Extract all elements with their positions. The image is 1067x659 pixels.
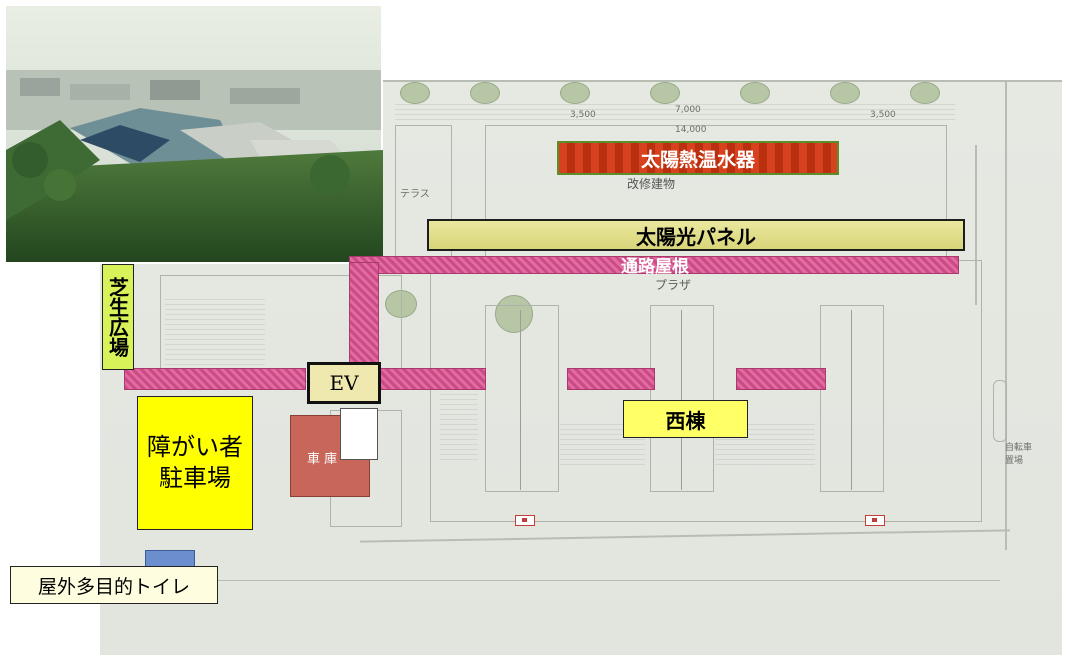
aerial-photo-frame bbox=[0, 0, 383, 264]
entrance-marker bbox=[865, 515, 885, 526]
building-bay bbox=[485, 305, 559, 492]
boundary-line bbox=[975, 145, 977, 305]
hatch-area bbox=[165, 295, 265, 365]
tree bbox=[560, 82, 590, 104]
tree bbox=[400, 82, 430, 104]
tree bbox=[910, 82, 940, 104]
walkway-roof-segment bbox=[736, 368, 826, 390]
building-bay bbox=[820, 305, 884, 492]
tree bbox=[830, 82, 860, 104]
tree bbox=[495, 295, 533, 333]
ev-elevator-label: EV bbox=[307, 362, 381, 404]
walkway-roof-segment bbox=[378, 368, 486, 390]
walkway-roof-label: 通路屋根 bbox=[621, 256, 689, 277]
solar-panel-label: 太陽光パネル bbox=[427, 219, 965, 251]
bicycle-rack bbox=[993, 380, 1007, 442]
boundary-line bbox=[1005, 80, 1007, 550]
hatch-area bbox=[395, 102, 955, 120]
parking-building-label: 車 庫 bbox=[307, 452, 338, 467]
west-wing-label: 西棟 bbox=[623, 400, 748, 438]
dimension-label: 3,500 bbox=[570, 110, 596, 120]
renovated-building-label: 改修建物 bbox=[627, 177, 676, 191]
walkway-roof-segment bbox=[124, 368, 306, 390]
dimension-label: 7,000 bbox=[675, 105, 701, 115]
tree bbox=[740, 82, 770, 104]
dimension-label: 14,000 bbox=[675, 125, 707, 135]
dimension-label: 3,500 bbox=[870, 110, 896, 120]
small-room-box bbox=[340, 408, 378, 460]
lawn-plaza-label: 芝生広場 bbox=[102, 264, 134, 370]
tree bbox=[470, 82, 500, 104]
road-line bbox=[360, 529, 1010, 543]
bay-line bbox=[851, 310, 852, 490]
outdoor-toilet-label: 屋外多目的トイレ bbox=[10, 566, 218, 604]
aerial-photo bbox=[6, 6, 383, 262]
entrance-marker bbox=[515, 515, 535, 526]
solar-water-heater-label: 太陽熱温水器 bbox=[557, 141, 839, 175]
walkway-roof-segment bbox=[567, 368, 655, 390]
terrace-label: テラス bbox=[400, 189, 430, 200]
plaza-label: プラザ bbox=[655, 278, 692, 292]
building-bay bbox=[650, 305, 714, 492]
bicycle-parking-label: 自転車 置場 bbox=[1005, 443, 1033, 466]
bay-line bbox=[520, 310, 521, 490]
tree bbox=[650, 82, 680, 104]
boundary-line bbox=[100, 80, 1062, 82]
road-line bbox=[100, 580, 1000, 581]
accessible-parking-label: 障がい者 駐車場 bbox=[137, 396, 253, 530]
